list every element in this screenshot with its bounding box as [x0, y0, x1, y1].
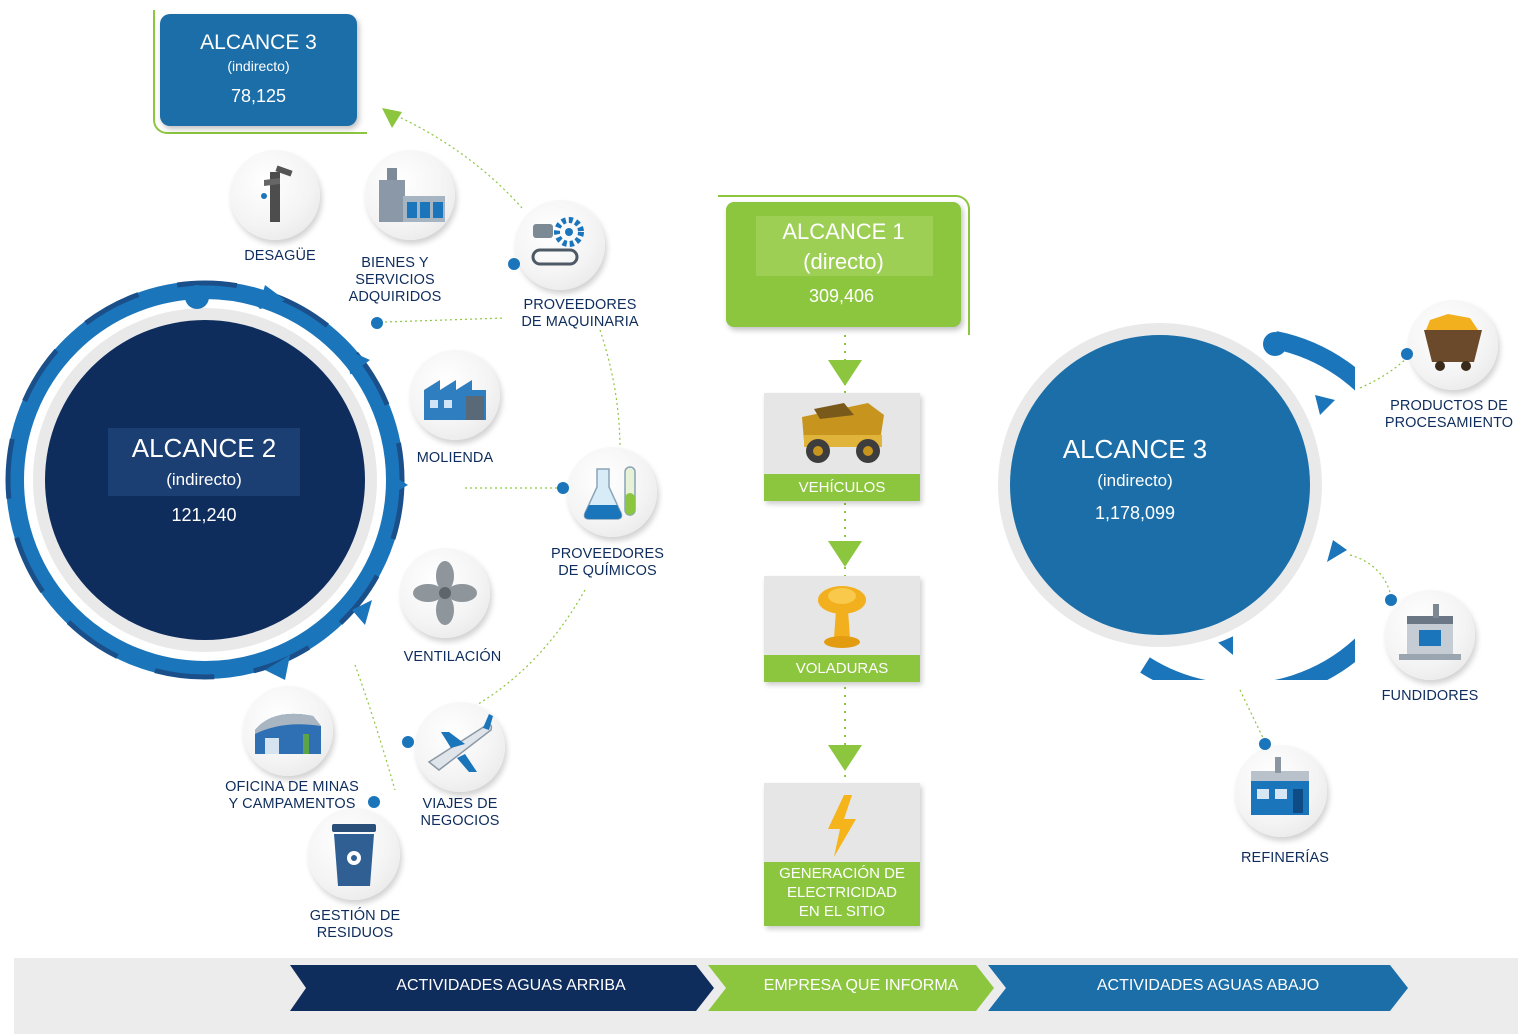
ore-cart-icon — [1424, 314, 1482, 371]
arrow-down-1 — [828, 360, 862, 386]
label-quimicos: PROVEEDORES DE QUÍMICOS — [550, 546, 665, 579]
connector-maquinaria-down — [599, 329, 621, 451]
scope1-value: 309,406 — [808, 286, 875, 306]
scope3-upstream-sub: (indirecto) — [227, 58, 290, 74]
connector-productos — [1359, 354, 1411, 389]
banner-company-shape — [708, 965, 994, 1011]
arrow-down-2 — [828, 541, 862, 567]
recycle-bin-icon — [332, 824, 376, 886]
step-electricidad: GENERACIÓN DE ELECTRICIDAD EN EL SITIO — [764, 783, 920, 926]
warehouse-icon — [255, 713, 321, 754]
desague-icon-circle — [230, 150, 320, 240]
bienes-node-dot — [371, 317, 383, 329]
banner-upstream-shape — [290, 965, 714, 1011]
factory-icon — [424, 380, 486, 420]
maquinaria-icon-circle — [515, 200, 605, 290]
scope1-title-box — [756, 216, 933, 276]
refinerias-node-dot — [1259, 738, 1271, 750]
label-productos: PRODUCTOS DE PROCESAMIENTO — [1384, 398, 1514, 431]
scope2-title: ALCANCE 2 — [131, 433, 277, 463]
scope1-title: ALCANCE 1 — [782, 219, 905, 244]
step-vehiculos: VEHÍCULOS — [764, 393, 920, 501]
connector-oficina-residuos — [354, 664, 396, 791]
label-oficina: OFICINA DE MINAS Y CAMPAMENTOS — [225, 779, 359, 812]
label-molienda: MOLIENDA — [416, 450, 494, 466]
scope3-upstream-frame — [153, 10, 367, 134]
scope1-card: ALCANCE 1 (directo) 309,406 — [726, 202, 961, 327]
scope2-value: 121,240 — [171, 505, 237, 525]
banner-downstream-shape — [988, 965, 1408, 1011]
airplane-icon — [427, 714, 493, 772]
explosion-icon — [818, 586, 866, 648]
scope2-title-box — [108, 428, 300, 496]
viajes-node-dot — [402, 736, 414, 748]
viajes-icon-circle — [415, 702, 505, 792]
arrow-down-3 — [828, 745, 862, 771]
arrow-to-scope3 — [382, 108, 402, 128]
fundidores-node-dot — [1385, 594, 1397, 606]
label-refinerias: REFINERÍAS — [1240, 850, 1329, 866]
banner-arrows — [290, 965, 1408, 1011]
productos-node-dot — [1401, 348, 1413, 360]
scope3-downstream-value: 1,178,099 — [1094, 503, 1176, 523]
scope1-frame — [718, 195, 970, 335]
ventilacion-icon-circle — [400, 548, 490, 638]
molienda-icon-circle — [410, 350, 500, 440]
banner-upstream-label: ACTIVIDADES AGUAS ARRIBA — [396, 977, 626, 994]
lightning-icon — [828, 795, 856, 857]
productos-icon-circle — [1408, 300, 1498, 390]
oficina-icon-circle — [243, 686, 333, 776]
fundidores-icon-circle — [1385, 590, 1475, 680]
label-ventilacion: VENTILACIÓN — [403, 649, 502, 665]
gears-icon — [531, 217, 584, 266]
connector-refinerias — [1239, 689, 1266, 743]
scope2-sub: (indirecto) — [166, 470, 242, 489]
label-desague: DESAGÜE — [244, 248, 316, 264]
bienes-icon-circle — [365, 150, 455, 240]
oficina-node-dot — [368, 796, 380, 808]
connector-maquinaria-bienes — [384, 317, 506, 323]
flask-icon — [583, 466, 636, 520]
scope3-upstream-value: 78,125 — [230, 86, 287, 106]
label-fundidores: FUNDIDORES — [1381, 688, 1479, 704]
scope3-upstream-card: ALCANCE 3 (indirecto) 78,125 — [160, 14, 357, 126]
scope3-downstream-title: ALCANCE 3 — [1062, 434, 1208, 464]
scope3-downstream-ring — [992, 317, 1355, 680]
building-icon — [379, 168, 445, 222]
fan-icon — [413, 561, 477, 625]
step-vehiculos-label: VEHÍCULOS — [764, 474, 920, 501]
banner-downstream-label: ACTIVIDADES AGUAS ABAJO — [1096, 977, 1320, 994]
refinery-icon — [1251, 757, 1309, 815]
scope3-downstream-sub: (indirecto) — [1097, 471, 1173, 490]
banner-company-label: EMPRESA QUE INFORMA — [763, 977, 959, 994]
step-electricidad-label: GENERACIÓN DE ELECTRICIDAD EN EL SITIO — [764, 862, 920, 926]
scope3-upstream-title: ALCANCE 3 — [200, 31, 317, 54]
quimicos-node-dot — [557, 482, 569, 494]
water-pump-icon — [261, 165, 293, 222]
connector-quimicos-down — [467, 589, 586, 711]
label-residuos: GESTIÓN DE RESIDUOS — [309, 908, 401, 941]
label-viajes: VIAJES DE NEGOCIOS — [420, 796, 500, 829]
connector-fundidores — [1349, 554, 1393, 601]
step-voladuras: VOLADURAS — [764, 576, 920, 682]
label-maquinaria: PROVEEDORES DE MAQUINARIA — [521, 297, 639, 330]
label-bienes: BIENES Y SERVICIOS ADQUIRIDOS — [348, 255, 442, 305]
quimicos-icon-circle — [567, 447, 657, 537]
truck-icon — [802, 403, 884, 463]
maquinaria-node-dot — [508, 258, 520, 270]
residuos-icon-circle — [308, 808, 400, 900]
smelter-icon — [1399, 604, 1461, 660]
scope1-sub: (directo) — [803, 249, 884, 274]
step-voladuras-label: VOLADURAS — [764, 655, 920, 682]
refinerias-icon-circle — [1235, 745, 1327, 837]
